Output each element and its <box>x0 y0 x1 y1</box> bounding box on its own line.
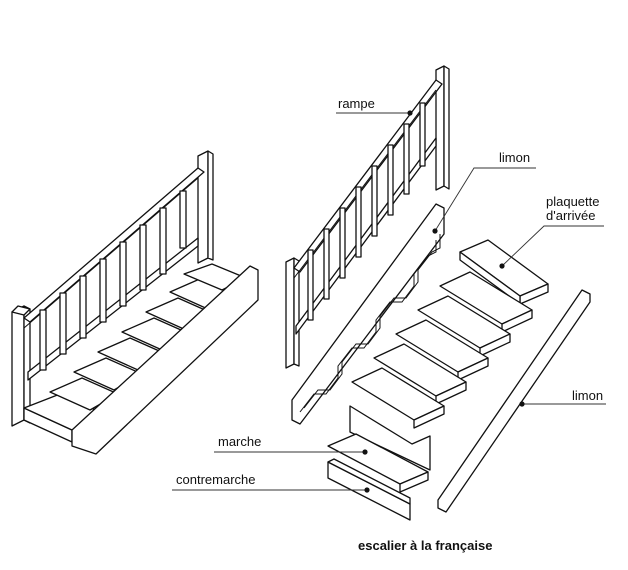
limon-notched-stringer <box>291 203 445 425</box>
label-rampe: rampe <box>336 96 413 116</box>
label-marche: marche <box>214 434 368 455</box>
label-marche-text: marche <box>218 434 261 449</box>
label-rampe-text: rampe <box>338 96 375 111</box>
label-plaquette-line2: d'arrivée <box>546 208 595 223</box>
label-contremarche: contremarche <box>172 472 370 493</box>
label-limon-top-text: limon <box>499 150 530 165</box>
balusters-left <box>39 190 187 371</box>
assembled-staircase <box>11 150 259 455</box>
rampe-railing <box>285 65 450 369</box>
label-plaquette-line1: plaquette <box>546 194 600 209</box>
label-contremarche-text: contremarche <box>176 472 255 487</box>
label-limon-top: limon <box>432 150 536 234</box>
label-plaquette: plaquette d'arrivée <box>499 194 604 269</box>
limon-right-board <box>437 289 591 513</box>
label-limon-right: limon <box>519 388 606 407</box>
label-limon-right-text: limon <box>572 388 603 403</box>
exploded-steps <box>327 239 591 521</box>
diagram-caption: escalier à la française <box>358 538 492 553</box>
